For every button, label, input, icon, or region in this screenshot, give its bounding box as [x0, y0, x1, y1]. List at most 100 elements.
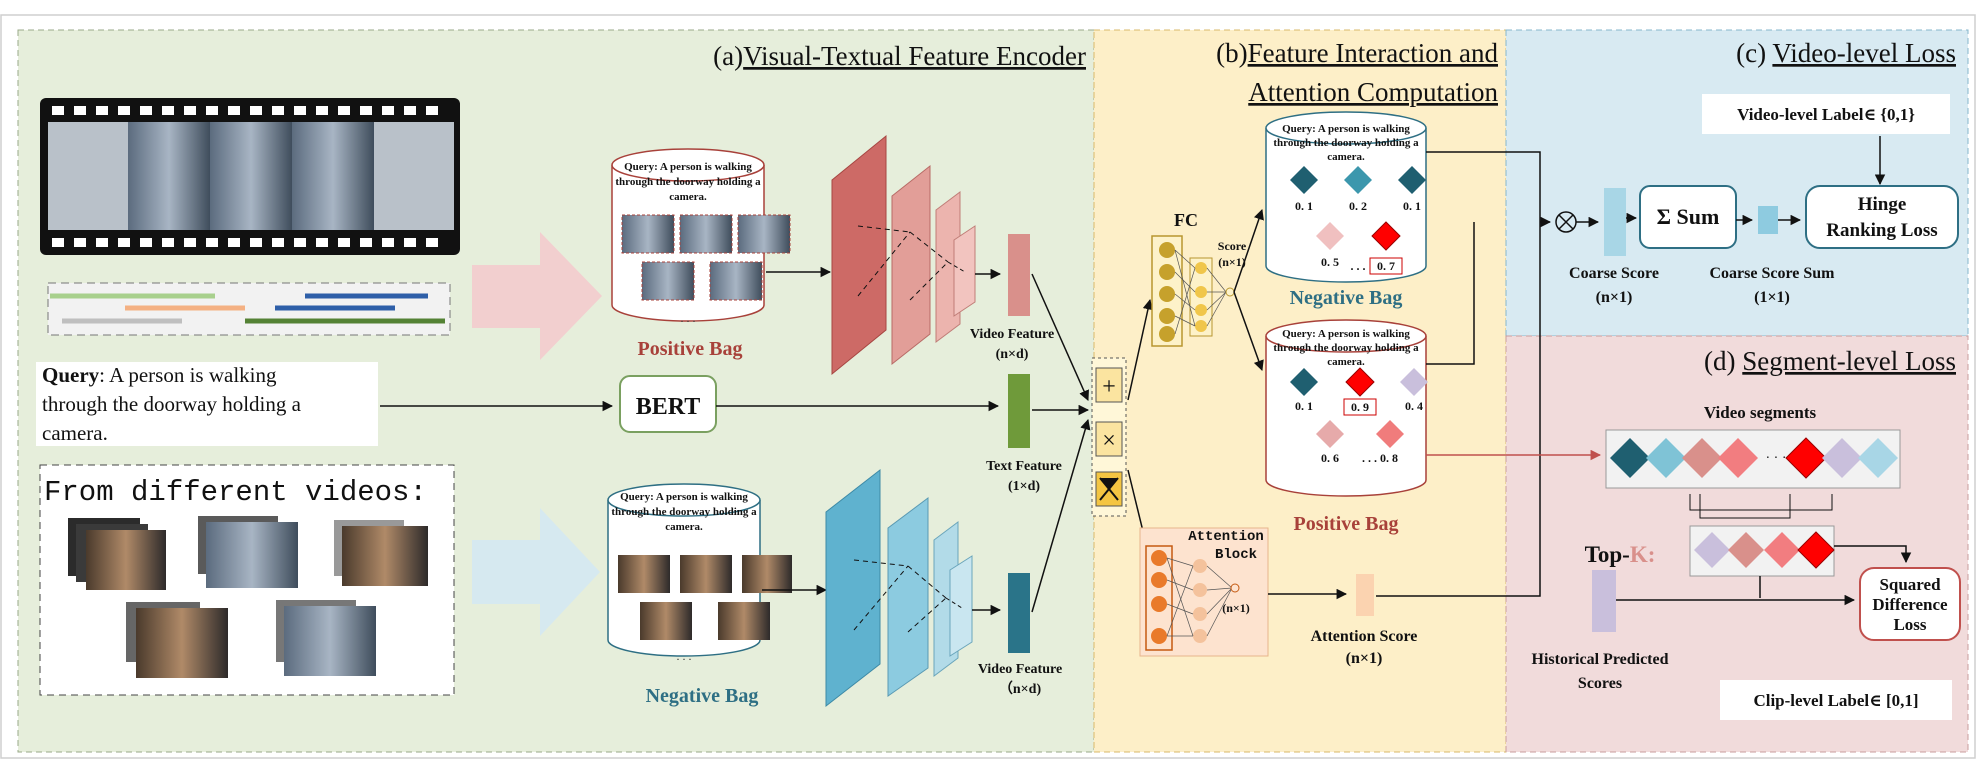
sum-label: Σ Sum — [1657, 204, 1720, 229]
svg-text:0. 7: 0. 7 — [1377, 259, 1395, 273]
video-level-label-box — [1702, 94, 1950, 134]
video-thumbnail-stack-4 — [126, 602, 228, 678]
film-frame-4 — [292, 122, 374, 230]
bert-label: BERT — [636, 394, 701, 420]
squared-label-1: Squared — [1879, 575, 1941, 594]
svg-text:through the doorway holding a: through the doorway holding a — [615, 176, 761, 188]
svg-text:(n×1): (n×1) — [1222, 601, 1250, 615]
clip-level-label: Clip-level Label∈ [0,1] — [1753, 691, 1918, 710]
hinge-label-2: Ranking Loss — [1826, 220, 1937, 241]
video-feature-bar-negative — [1008, 573, 1030, 653]
svg-text:through the doorway holding a: through the doorway holding a — [42, 392, 302, 416]
bert-box — [619, 375, 717, 433]
svg-text:camera.: camera. — [1327, 356, 1365, 368]
svg-text:0. 1: 0. 1 — [1295, 199, 1313, 213]
film-frame-5 — [374, 122, 454, 230]
fc-network — [1151, 235, 1235, 347]
svg-text:Query: A person is walking: Query: A person is walking — [1282, 328, 1410, 340]
svg-text:Query: A person is walking: Query: A person is walking — [42, 363, 277, 387]
video-film-strip — [40, 98, 460, 255]
svg-text:Attention: Attention — [1188, 529, 1264, 545]
historical-scores-bar — [1592, 570, 1616, 632]
neg-diamond-5 — [1371, 221, 1401, 251]
connector-neg-to-multiply — [1376, 151, 1541, 597]
positive-bag-label: Positive Bag — [638, 338, 743, 360]
section-a-title: (a)Visual-Textual Feature Encoder — [713, 41, 1086, 71]
film-sprocket-holes-top — [52, 106, 438, 115]
video-feature-label-positive: Video Feature — [970, 327, 1054, 342]
svg-text:camera.: camera. — [42, 421, 108, 445]
arrow-video-pos-to-ops — [1031, 273, 1089, 401]
negative-bag-label: Negative Bag — [646, 685, 759, 707]
attention-block: Attention Block (n×1) — [1139, 527, 1269, 657]
negative-bag-scored-label: Negative Bag — [1290, 287, 1403, 309]
op-times: × — [1102, 428, 1116, 454]
video-feature-bar-positive — [1008, 234, 1030, 316]
text-feature-dim: (1×d) — [1008, 479, 1040, 494]
top-k-label: Top-K: — [1585, 542, 1656, 567]
pos-diamond-1 — [1290, 368, 1318, 396]
coarse-score-sum-bar — [1758, 206, 1778, 234]
video-level-label: Video-level Label∈ {0,1} — [1737, 105, 1915, 124]
squared-label-3: Loss — [1893, 615, 1926, 634]
svg-text:through the doorway holding a: through the doorway holding a — [611, 506, 757, 518]
arrow-score-to-negative-bag — [1233, 209, 1264, 293]
hinge-label-1: Hinge — [1858, 194, 1907, 215]
sum-box — [1639, 185, 1737, 249]
coarse-score-dim: (n×1) — [1596, 289, 1633, 306]
video-feature-dim-negative: （n×d) — [999, 681, 1042, 697]
text-feature-label: Text Feature — [986, 459, 1062, 474]
svg-text:. . .: . . . — [677, 649, 692, 663]
svg-text:0. 2: 0. 2 — [1349, 199, 1367, 213]
svg-text:camera.: camera. — [1327, 151, 1365, 163]
historical-label-2: Scores — [1578, 675, 1622, 692]
video-thumbnail-stack-5 — [276, 600, 376, 676]
coarse-score-label: Coarse Score — [1569, 265, 1659, 282]
top-k-strip — [1689, 525, 1835, 577]
arrow-score-to-positive-bag — [1233, 291, 1264, 371]
negative-bag-cylinder: Query: A person is walking through the d… — [607, 483, 792, 663]
pos-diamond-2 — [1345, 367, 1375, 397]
neg-diamond-2 — [1344, 166, 1372, 194]
arrow-video-neg-to-ops — [1031, 418, 1091, 613]
negative-bag-scored: Query: A person is walking through the d… — [1265, 111, 1427, 283]
squared-difference-loss-box — [1859, 567, 1961, 641]
arrow-ops-to-fc — [1127, 298, 1154, 401]
big-arrow-blue — [472, 508, 600, 636]
svg-text:0. 1: 0. 1 — [1403, 199, 1421, 213]
svg-text:0. 9: 0. 9 — [1351, 400, 1369, 414]
connector-pos-to-multiply — [1426, 222, 1475, 365]
neg-diamond-1 — [1290, 166, 1318, 194]
svg-text:. . .: . . . — [681, 311, 696, 325]
svg-text:0. 1: 0. 1 — [1295, 399, 1313, 413]
attention-score-bar — [1356, 574, 1374, 616]
arrow-topk-to-loss — [1834, 545, 1912, 564]
hinge-ranking-loss-box — [1805, 185, 1959, 249]
svg-text:Query: A person is walking: Query: A person is walking — [624, 161, 752, 173]
film-frame-3 — [210, 122, 292, 230]
squared-label-2: Difference — [1872, 595, 1948, 614]
score-dim: (n×1) — [1218, 255, 1246, 269]
svg-text:camera.: camera. — [665, 521, 703, 533]
video-segments-label: Video segments — [1704, 403, 1817, 422]
film-frame-2 — [128, 122, 210, 230]
svg-text:. . .: . . . — [1351, 259, 1366, 273]
op-plus: + — [1102, 374, 1116, 400]
outer-frame — [0, 14, 1976, 759]
film-frame-1 — [48, 122, 128, 230]
svg-text:0. 6: 0. 6 — [1321, 451, 1339, 465]
video-thumbnail-stack-2 — [198, 516, 298, 588]
video-feature-dim-positive: (n×d) — [996, 347, 1029, 362]
pos-diamond-4 — [1316, 420, 1344, 448]
fusion-ops-column: + × — [1091, 357, 1127, 517]
pos-diamond-5 — [1376, 420, 1404, 448]
neg-diamond-4 — [1316, 222, 1344, 250]
coarse-score-sum-dim: (1×1) — [1754, 289, 1790, 306]
svg-text:camera.: camera. — [669, 191, 707, 203]
video-thumbnail-stack-3 — [334, 520, 428, 586]
temporal-segments-box — [47, 282, 451, 336]
svg-text:Query: A person is walking: Query: A person is walking — [620, 491, 748, 503]
svg-text:Query: A person is walking: Query: A person is walking — [1282, 123, 1410, 135]
svg-text:0. 4: 0. 4 — [1405, 399, 1423, 413]
